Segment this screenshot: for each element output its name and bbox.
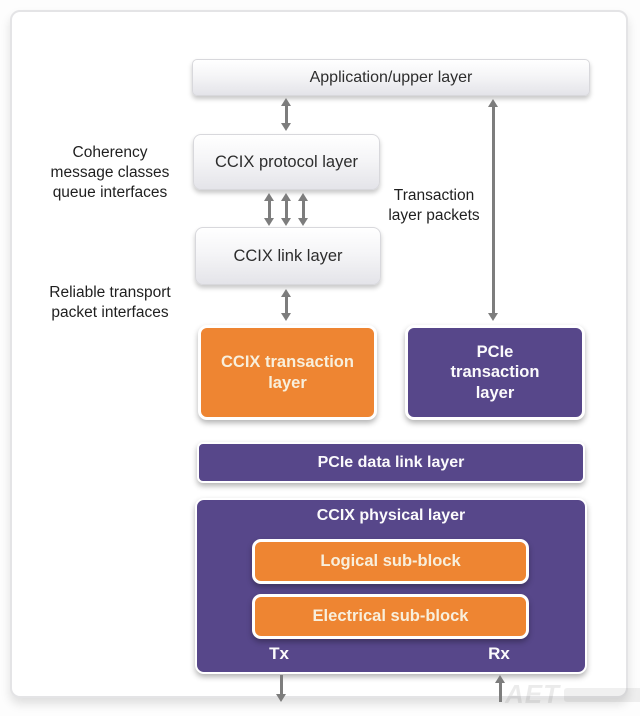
arrowhead-down-icon [264,218,274,226]
arrowhead-up-icon [281,193,291,201]
arrow-protocol-to-link-1 [264,193,275,226]
arrow-application-to-pcie-transaction [488,99,499,321]
watermark-text: AET [505,679,560,709]
box-pcie-data-link-label: PCIe data link layer [317,453,465,471]
box-application-label: Application/upper layer [309,68,473,86]
box-pcie-data-link-layer: PCIe data link layer [197,442,585,483]
arrowhead-up-icon [264,193,274,201]
box-logical-sub-block-label: Logical sub-block [320,552,461,571]
box-ccix-protocol-layer: CCIX protocol layer [193,134,380,190]
arrowhead-up-icon [281,289,291,297]
arrowhead-down-icon [298,218,308,226]
box-electrical-sub-block-label: Electrical sub-block [312,607,469,626]
arrowhead-up-icon [281,98,291,106]
rx-label: Rx [488,644,510,663]
arrow-tx-out [276,675,287,702]
diagram-card: Application/upper layer CCIX protocol la… [10,10,628,702]
watermark: AET [505,679,640,709]
annotation-transaction-layer-packets: Transaction layer packets [388,187,480,224]
box-ccix-transaction-layer: CCIX transaction layer [198,325,377,420]
box-ccix-link-label: CCIX link layer [233,246,343,265]
annotation-reliable-transport: Reliable transport packet interfaces [49,284,171,321]
box-logical-sub-block: Logical sub-block [252,539,529,584]
arrow-protocol-to-link-3 [298,193,309,226]
arrowhead-down-icon [281,218,291,226]
box-pcie-transaction-layer: PCIe transaction layer [405,325,585,420]
box-electrical-sub-block: Electrical sub-block [252,594,529,639]
box-pcie-transaction-label: PCIe transaction layer [450,342,540,402]
watermark-blur [564,688,640,702]
annotation-coherency-message-classes: Coherency message classes queue interfac… [50,144,170,201]
tx-label: Tx [269,644,289,663]
arrowhead-down-icon [488,313,498,321]
arrowhead-up-icon [495,675,505,683]
arrowhead-down-icon [276,694,286,702]
arrow-link-to-ccix-transaction [281,289,292,321]
box-ccix-physical-layer [195,498,587,674]
box-ccix-transaction-label: CCIX transaction layer [221,352,354,392]
arrow-application-to-protocol [281,98,292,131]
arrowhead-up-icon [298,193,308,201]
arrow-rx-in [495,675,506,702]
arrowhead-down-icon [281,313,291,321]
box-ccix-link-layer: CCIX link layer [195,227,381,285]
box-application-upper-layer: Application/upper layer [192,59,590,96]
arrowhead-up-icon [488,99,498,107]
arrowhead-down-icon [281,123,291,131]
box-ccix-protocol-label: CCIX protocol layer [214,152,359,171]
arrow-protocol-to-link-2 [281,193,292,226]
box-ccix-physical-label: CCIX physical layer [316,507,466,524]
